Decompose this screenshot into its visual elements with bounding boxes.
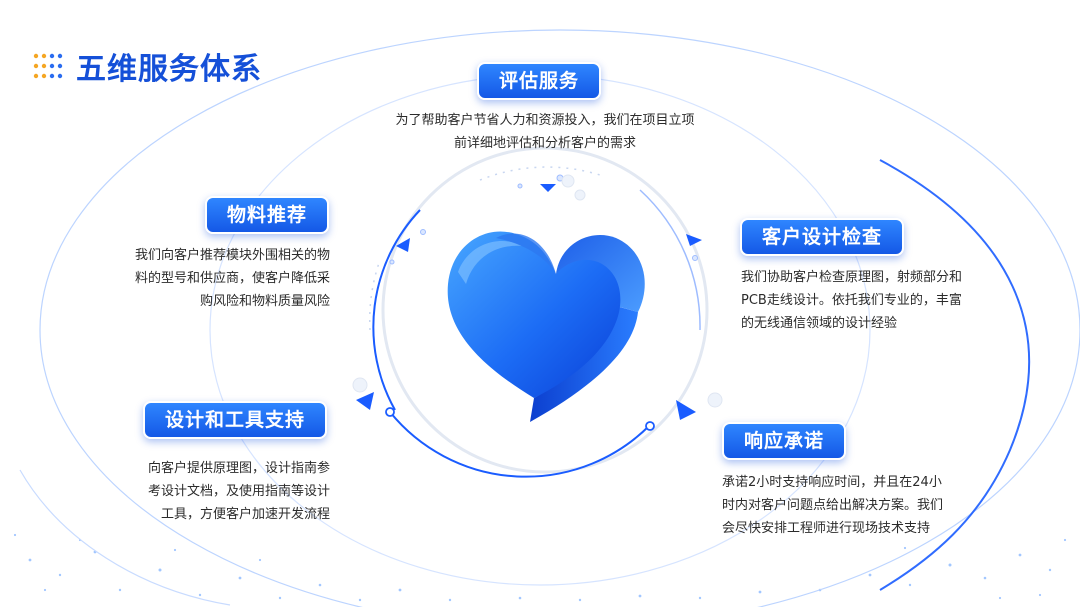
desc-line: PCB走线设计。依托我们专业的，丰富	[741, 293, 962, 308]
service-desc-tools: 向客户提供原理图，设计指南参 考设计文档，及使用指南等设计 工具，方便客户加速开…	[100, 457, 330, 526]
service-pill-response: 响应承诺	[722, 422, 847, 460]
service-desc-material: 我们向客户推荐模块外围相关的物 料的型号和供应商，使客户降低采 购风险和物料质量…	[100, 244, 330, 313]
page-title: 五维服务体系	[76, 52, 262, 87]
desc-line: 时内对客户问题点给出解决方案。我们	[722, 498, 944, 513]
desc-line: 为了帮助客户节省人力和资源投入，我们在项目立项	[395, 113, 695, 128]
service-desc-response: 承诺2小时支持响应时间，并且在24小 时内对客户问题点给出解决方案。我们 会尽快…	[722, 471, 982, 540]
desc-line: 前详细地评估和分析客户的需求	[453, 136, 636, 151]
desc-line: 购风险和物料质量风险	[199, 294, 330, 309]
service-desc-evaluation: 为了帮助客户节省人力和资源投入，我们在项目立项 前详细地评估和分析客户的需求	[380, 109, 710, 155]
desc-line: 向客户提供原理图，设计指南参	[147, 461, 330, 476]
outer-orbit	[39, 29, 1080, 607]
desc-line: 会尽快安排工程师进行现场技术支持	[722, 521, 931, 536]
inner-ring-light	[381, 146, 709, 474]
service-pill-tools: 设计和工具支持	[143, 401, 328, 439]
particle-field	[13, 533, 1067, 602]
inner-arc-right	[639, 189, 701, 331]
service-pill-evaluation: 评估服务	[477, 62, 602, 100]
blue-heart-icon	[447, 231, 645, 422]
center-heart	[438, 198, 666, 426]
desc-line: 工具，方便客户加速开发流程	[160, 507, 330, 522]
desc-line: 我们协助客户检查原理图，射频部分和	[741, 270, 963, 285]
desc-line: 我们向客户推荐模块外围相关的物	[134, 248, 330, 263]
inner-arc-left	[372, 209, 421, 411]
desc-line: 考设计文档，及使用指南等设计	[147, 484, 330, 499]
dots-grid-icon	[33, 53, 63, 79]
desc-line: 承诺2小时支持响应时间，并且在24小	[722, 475, 942, 490]
outer-orbit-accent	[879, 159, 1031, 591]
title-group: 五维服务体系	[32, 44, 262, 88]
service-pill-material: 物料推荐	[205, 196, 330, 234]
desc-line: 的无线通信领域的设计经验	[741, 316, 898, 331]
desc-line: 料的型号和供应商，使客户降低采	[134, 271, 330, 286]
inner-arc-bottom	[389, 411, 651, 478]
service-pill-design-check: 客户设计检查	[740, 218, 905, 256]
service-desc-design-check: 我们协助客户检查原理图，射频部分和 PCB走线设计。依托我们专业的，丰富 的无线…	[741, 266, 991, 335]
